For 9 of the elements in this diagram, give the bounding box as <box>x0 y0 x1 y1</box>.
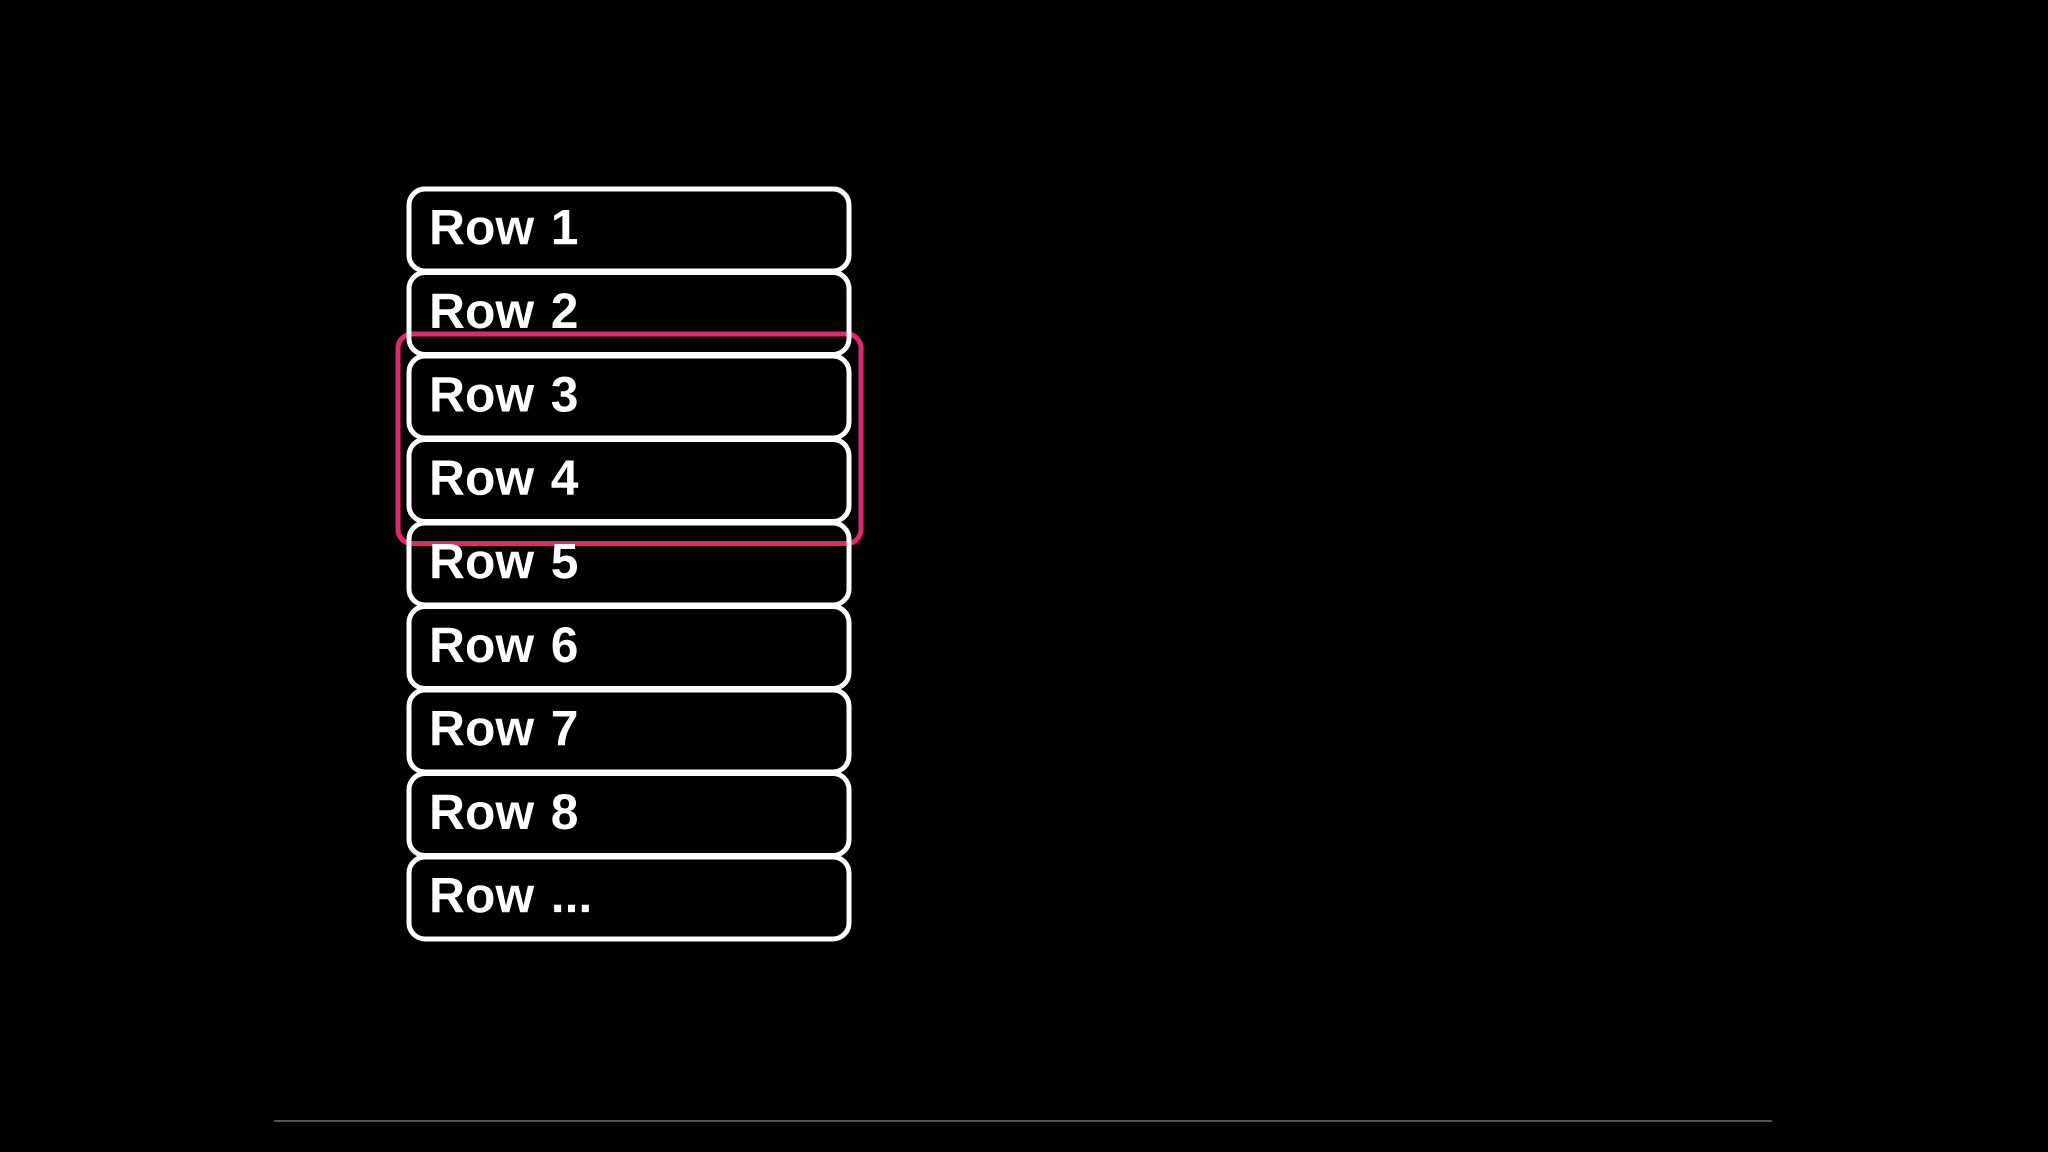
row-box: Row 1 <box>406 186 852 274</box>
row-box: Row 3 <box>406 353 852 441</box>
row-box: Row 6 <box>406 604 852 691</box>
row-box: Row 2 <box>406 270 852 357</box>
row-box: Row 8 <box>406 771 852 858</box>
row-box: Row ... <box>406 854 852 942</box>
row-box: Row 5 <box>406 520 852 608</box>
row-box: Row 4 <box>406 437 852 524</box>
row-box: Row 7 <box>406 687 852 775</box>
